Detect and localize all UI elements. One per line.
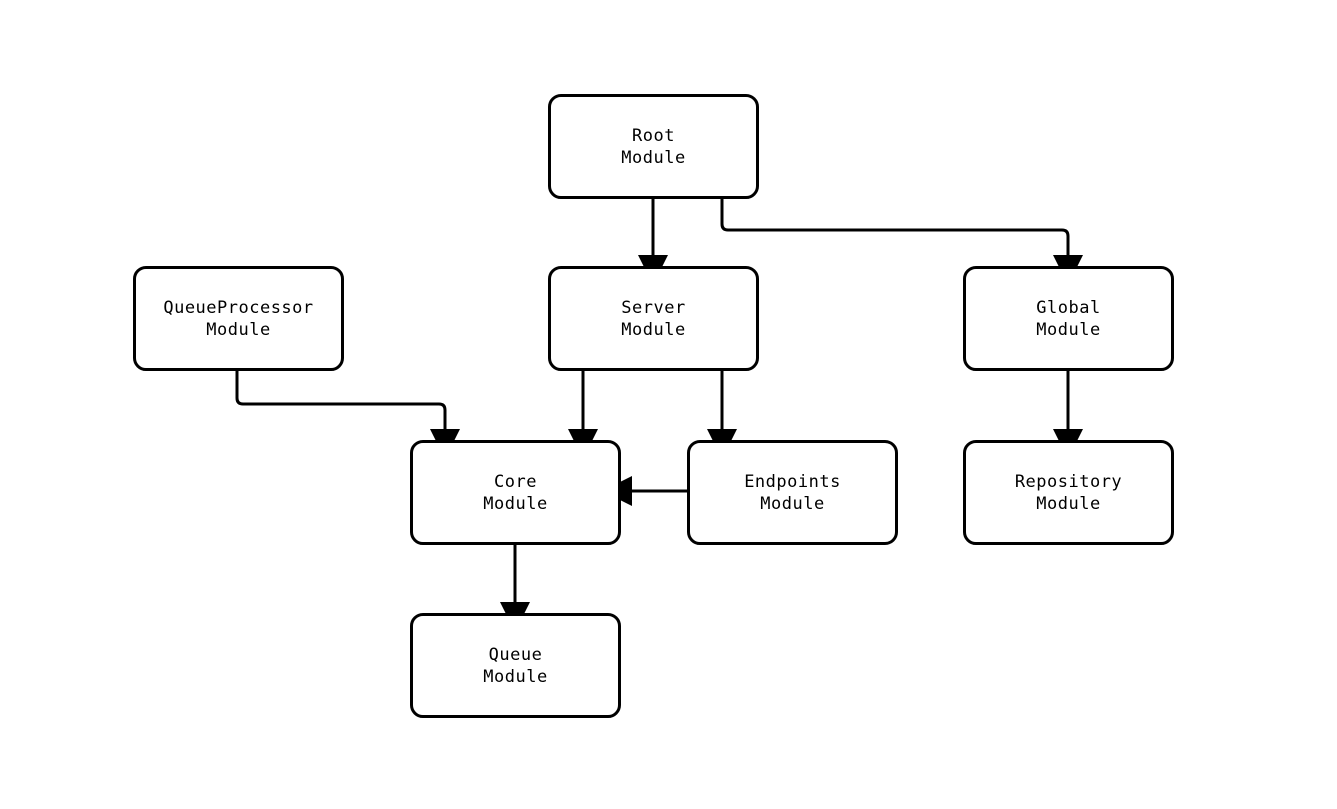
edges-group (235, 199, 1083, 632)
node-server[interactable]: Server Module (548, 266, 759, 371)
node-label-core: Core Module (483, 471, 548, 514)
node-endpoints[interactable]: Endpoints Module (687, 440, 898, 545)
node-label-server: Server Module (621, 297, 686, 340)
edge-root-to-global (720, 199, 1083, 285)
edge-queueprocessor-to-core (235, 371, 460, 459)
node-label-queue: Queue Module (483, 644, 548, 687)
node-label-endpoints: Endpoints Module (744, 471, 841, 514)
node-queue[interactable]: Queue Module (410, 613, 621, 718)
node-label-repository: Repository Module (1014, 471, 1123, 514)
node-root[interactable]: Root Module (548, 94, 759, 199)
node-core[interactable]: Core Module (410, 440, 621, 545)
node-label-global: Global Module (1036, 297, 1101, 340)
node-queueprocessor[interactable]: QueueProcessor Module (133, 266, 344, 371)
node-label-queueprocessor: QueueProcessor Module (163, 297, 314, 340)
node-repository[interactable]: Repository Module (963, 440, 1174, 545)
node-global[interactable]: Global Module (963, 266, 1174, 371)
node-label-root: Root Module (621, 125, 686, 168)
